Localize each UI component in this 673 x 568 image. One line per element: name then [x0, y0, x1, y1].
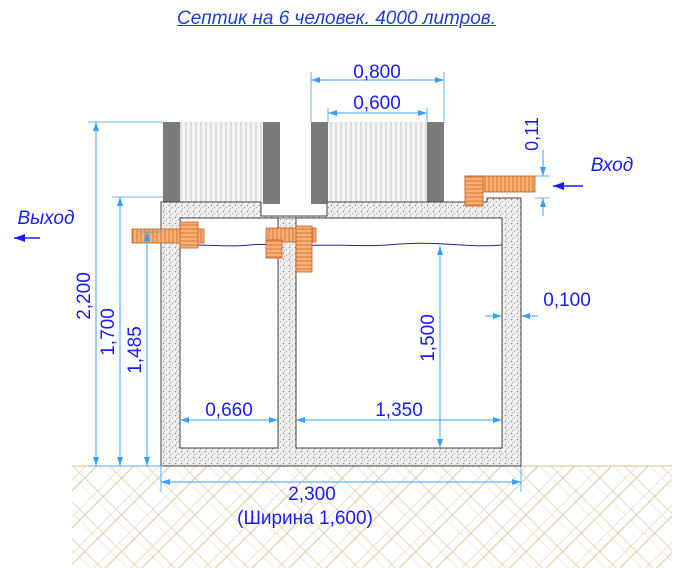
riser-left: [163, 122, 280, 204]
width-note: (Ширина 1,600): [237, 508, 373, 529]
dim-total-height: 2,200: [74, 272, 95, 320]
tank-walls: [160, 197, 522, 467]
dim-chamber-height: 1,485: [125, 326, 146, 374]
ground-soil: [72, 465, 672, 568]
dim-liquid-depth: 1,500: [418, 314, 439, 362]
partition-pipe: [265, 225, 317, 273]
water-level: [179, 242, 503, 247]
outlet-label: Выход: [17, 208, 74, 229]
dim-total-length: 2,300: [288, 484, 336, 505]
dim-wall-thickness: 0,100: [543, 290, 591, 311]
dim-outlet-height: 1,700: [98, 308, 119, 356]
dim-riser-outer: 0,800: [353, 62, 401, 83]
dimension-lines: [93, 77, 546, 485]
dim-chamber2-length: 1,350: [375, 400, 423, 421]
inlet-label: Вход: [591, 155, 633, 176]
dim-chamber1-length: 0,660: [205, 400, 253, 421]
riser-right: [311, 122, 444, 204]
outlet-pipe: [131, 221, 205, 249]
flow-arrows: [14, 182, 583, 242]
diagram-title: Септик на 6 человек. 4000 литров.: [177, 8, 496, 29]
dim-riser-inner: 0,600: [353, 93, 401, 114]
dim-inlet-offset: 0,11: [522, 117, 542, 151]
inlet-pipe: [464, 175, 536, 207]
